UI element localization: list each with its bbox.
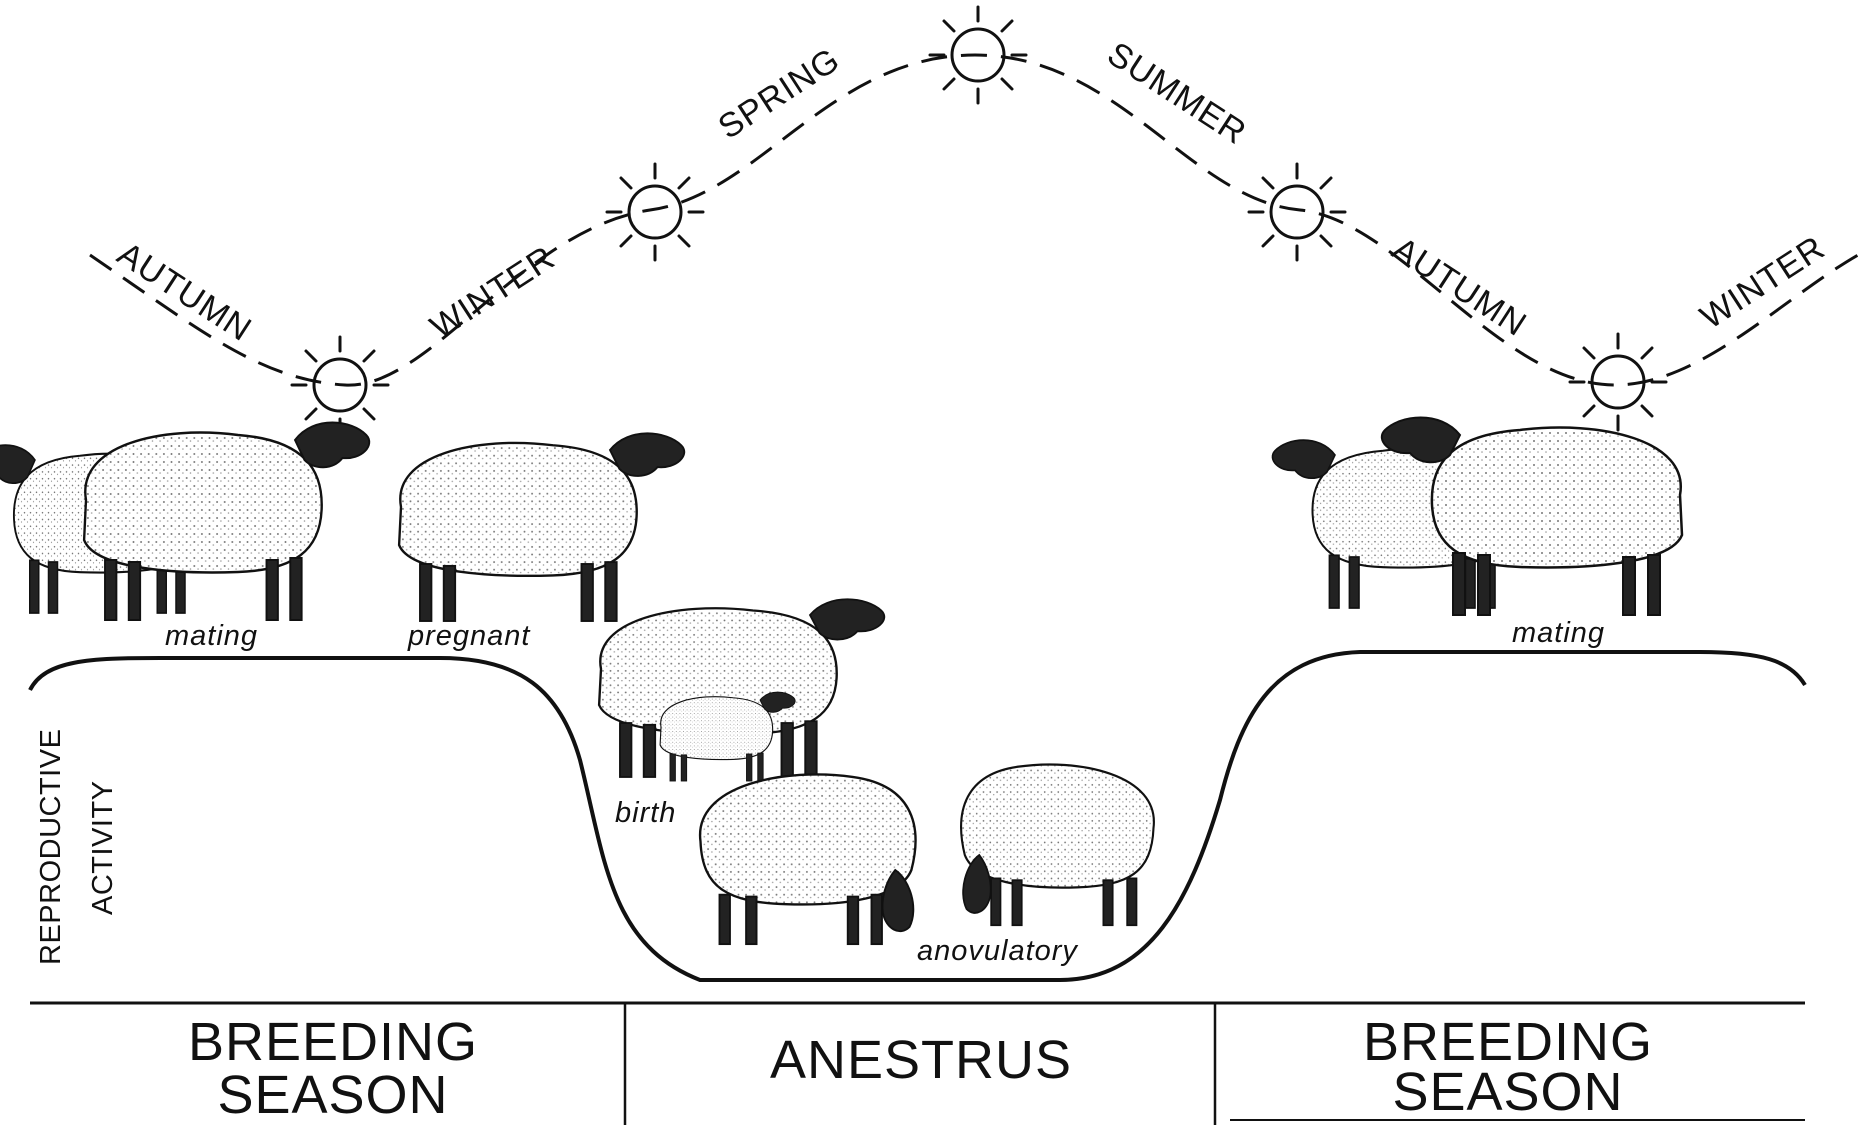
period-label-anestrus: ANESTRUS xyxy=(770,1030,1072,1090)
stage-label-pregnant: pregnant xyxy=(407,620,531,652)
period-label-breeding: BREEDING xyxy=(188,1012,478,1072)
season-label-autumn: AUTUMN xyxy=(111,235,259,349)
y-axis-label: ACTIVITY xyxy=(87,780,119,915)
y-axis-label: REPRODUCTIVE xyxy=(35,729,67,965)
stage-label-mating: mating xyxy=(1512,617,1605,649)
period-label-breeding: SEASON xyxy=(1392,1062,1623,1122)
period-label-breeding: SEASON xyxy=(217,1065,448,1125)
daylength-curve xyxy=(90,55,1858,385)
reproductive-activity-curve xyxy=(30,652,1805,980)
stage-label-mating: mating xyxy=(165,620,258,652)
season-label-winter: WINTER xyxy=(1694,229,1832,337)
stage-label-birth: birth xyxy=(615,797,676,829)
season-label-spring: SPRING xyxy=(712,41,847,147)
season-label-winter: WINTER xyxy=(424,239,562,347)
sheep-icon xyxy=(700,764,1154,944)
sun-icon xyxy=(607,164,703,260)
sun-icon xyxy=(1249,164,1345,260)
sheep-icon xyxy=(399,433,684,621)
stage-label-anovulatory: anovulatory xyxy=(917,935,1078,967)
sheep-icon xyxy=(0,423,369,621)
sheep-icon xyxy=(1272,418,1682,616)
season-label-autumn: AUTUMN xyxy=(1386,230,1534,344)
sheep-icon xyxy=(599,599,884,781)
season-label-summer: SUMMER xyxy=(1101,35,1253,152)
sun-icon xyxy=(1570,334,1666,430)
